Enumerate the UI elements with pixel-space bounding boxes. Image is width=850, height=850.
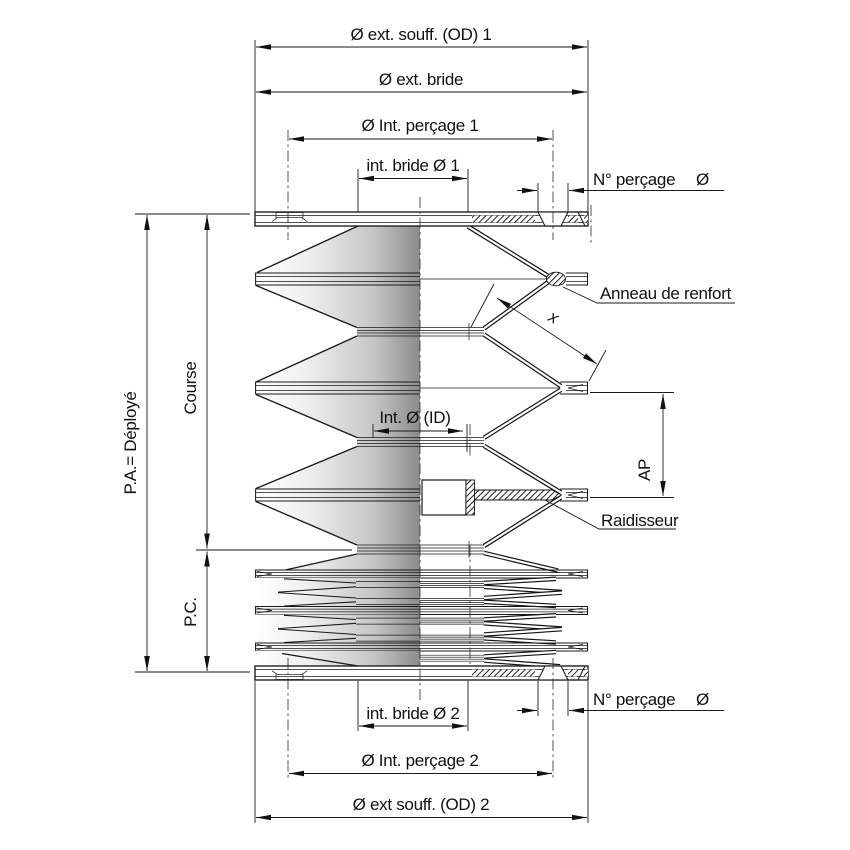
label-anneau: Anneau de renfort: [600, 284, 732, 303]
label-n-percage-bottom: N° perçage: [593, 690, 675, 709]
label-percage2: Ø Int. perçage 2: [361, 751, 478, 770]
bottom-flange: [254, 665, 589, 681]
label-x: x: [545, 306, 563, 327]
bellows-right-section-half: [420, 224, 589, 573]
top-flange: [254, 211, 589, 227]
label-id: Int. Ø (ID): [379, 408, 450, 427]
labels: Ø ext. souff. (OD) 1 Ø ext. bride Ø Int.…: [121, 25, 732, 814]
label-percage1: Ø Int. perçage 1: [361, 116, 478, 135]
label-pc: P.C.: [181, 597, 200, 627]
label-int-bride2: int. bride Ø 2: [366, 704, 459, 723]
bottom-flange-left-hole: [271, 670, 308, 680]
label-ext-bride: Ø ext. bride: [379, 70, 463, 89]
extension-lines: [135, 40, 674, 823]
label-pa: P.A.= Déployé: [121, 391, 140, 494]
label-int-bride1: int. bride Ø 1: [366, 156, 459, 175]
label-raidisseur: Raidisseur: [601, 511, 679, 530]
bellows-left-shaded-half: [255, 225, 420, 572]
label-ap: AP: [635, 459, 654, 481]
label-n-percage-top: N° perçage: [593, 170, 675, 189]
label-diam-bottom: Ø: [696, 690, 709, 709]
label-od1: Ø ext. souff. (OD) 1: [350, 25, 491, 44]
stiffener: [421, 479, 563, 516]
dimension-lines: [144, 44, 735, 821]
top-flange-left-hole: [271, 212, 308, 222]
leader-raidisseur: [544, 499, 676, 530]
label-diam-top: Ø: [696, 170, 709, 189]
leader-anneau: [562, 286, 735, 304]
dim-x: [496, 297, 598, 365]
centerlines: [287, 130, 592, 778]
label-od2: Ø ext souff. (OD) 2: [353, 795, 490, 814]
label-course: Course: [181, 361, 200, 414]
reinforcing-ring: [546, 271, 566, 287]
compressed-folds: [255, 569, 589, 669]
